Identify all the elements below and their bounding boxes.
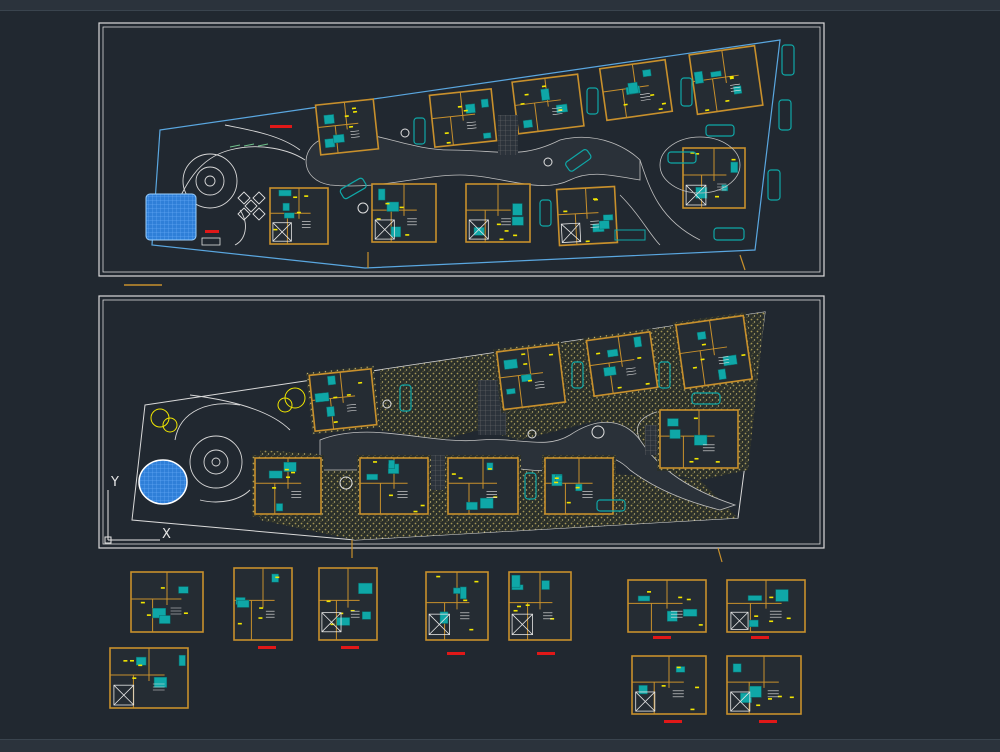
house-row-north-bottom[interactable]: [305, 312, 756, 471]
bench-row-top: [229, 143, 269, 148]
grid-path-bottom-2: [430, 455, 446, 490]
road-curve-east-2: [619, 194, 661, 246]
detail-title-tag-4: [537, 652, 555, 655]
gate-top: [201, 237, 221, 246]
house-unit-top-north-4[interactable]: [598, 58, 674, 122]
park-area-bottom: [174, 394, 291, 503]
top-toolbar-strip: [0, 0, 1000, 11]
parked-cars-top: [339, 44, 795, 241]
detail-title-tag-1: [258, 646, 276, 649]
house-row-south-top[interactable]: [269, 183, 619, 247]
house-unit-bottom-north-3[interactable]: [583, 328, 661, 400]
internal-road-top: [305, 132, 641, 187]
house-unit-top-north-5[interactable]: [688, 44, 764, 116]
sheet-bottom-inner-frame: [102, 299, 821, 545]
unit-detail-plan-8[interactable]: [109, 647, 189, 709]
road-curve-east: [639, 159, 701, 241]
setback-line-bottom-2: [717, 547, 723, 563]
house-unit-bottom-south-1[interactable]: [252, 455, 324, 517]
unit-detail-plan-2[interactable]: [233, 567, 293, 641]
cul-de-sac-top: [659, 136, 741, 194]
sheet-bottom-outer-frame: [98, 295, 825, 549]
house-unit-bottom-east[interactable]: [657, 407, 741, 471]
roundabout-markers-top: [357, 128, 553, 214]
unit-detail-plans[interactable]: [109, 567, 806, 723]
bottom-status-strip: [0, 739, 1000, 752]
unit-detail-plan-10[interactable]: [726, 655, 802, 715]
house-row-south-bottom[interactable]: [252, 455, 616, 517]
planters-top: [237, 191, 266, 221]
house-unit-top-north-2[interactable]: [428, 88, 498, 148]
house-unit-top-east[interactable]: [682, 147, 746, 209]
ped-marker-top: [614, 229, 646, 241]
setback-line-top-2: [739, 254, 746, 271]
ucs-axis-icon: [104, 490, 160, 544]
red-tag-top-2: [205, 230, 219, 233]
parked-cars-bottom: [399, 361, 721, 512]
house-unit-bottom-north-2[interactable]: [493, 341, 569, 413]
unit-detail-plan-9[interactable]: [631, 655, 707, 715]
unit-detail-plan-4[interactable]: [425, 571, 489, 641]
swimming-pool-top: [145, 193, 197, 241]
red-tag-top-1: [270, 125, 292, 128]
house-unit-bottom-south-3[interactable]: [445, 455, 521, 517]
swimming-pool-bottom: [138, 459, 188, 505]
house-unit-bottom-north-4[interactable]: [672, 312, 756, 392]
detail-title-tag-5: [653, 636, 671, 639]
house-unit-bottom-north-1[interactable]: [305, 365, 381, 435]
detail-title-tag-2: [341, 646, 359, 649]
ucs-y-label: Y: [110, 475, 119, 490]
house-unit-bottom-south-2[interactable]: [357, 455, 431, 517]
house-row-north-top[interactable]: [314, 44, 764, 209]
detail-title-tag-6: [751, 636, 769, 639]
sheet-top[interactable]: [98, 22, 825, 286]
unit-detail-plan-3[interactable]: [318, 567, 378, 641]
trees-bottom: [150, 387, 306, 433]
house-unit-top-north-3[interactable]: [511, 73, 585, 135]
detail-title-tag-8: [759, 720, 777, 723]
unit-detail-plan-7[interactable]: [726, 579, 806, 633]
detail-title-tag-3: [447, 652, 465, 655]
sheet-top-outer-frame: [98, 22, 825, 277]
detail-title-tag-7: [664, 720, 682, 723]
house-unit-top-south-1[interactable]: [269, 187, 329, 245]
sheet-bottom[interactable]: Y X: [98, 295, 825, 563]
house-unit-top-north-1[interactable]: [314, 98, 380, 156]
house-unit-top-south-3[interactable]: [465, 183, 531, 243]
house-unit-top-south-2[interactable]: [371, 183, 437, 243]
ucs-x-label: X: [162, 527, 171, 542]
roundabout-markers-bottom: [339, 399, 605, 490]
unit-detail-plan-1[interactable]: [130, 571, 204, 633]
sheet-top-inner-frame: [102, 26, 821, 273]
grid-path-top: [498, 115, 518, 155]
house-unit-bottom-south-4[interactable]: [542, 455, 616, 517]
unit-detail-plan-5[interactable]: [508, 571, 572, 641]
house-unit-top-south-4[interactable]: [555, 185, 619, 247]
unit-detail-plan-6[interactable]: [627, 579, 707, 633]
